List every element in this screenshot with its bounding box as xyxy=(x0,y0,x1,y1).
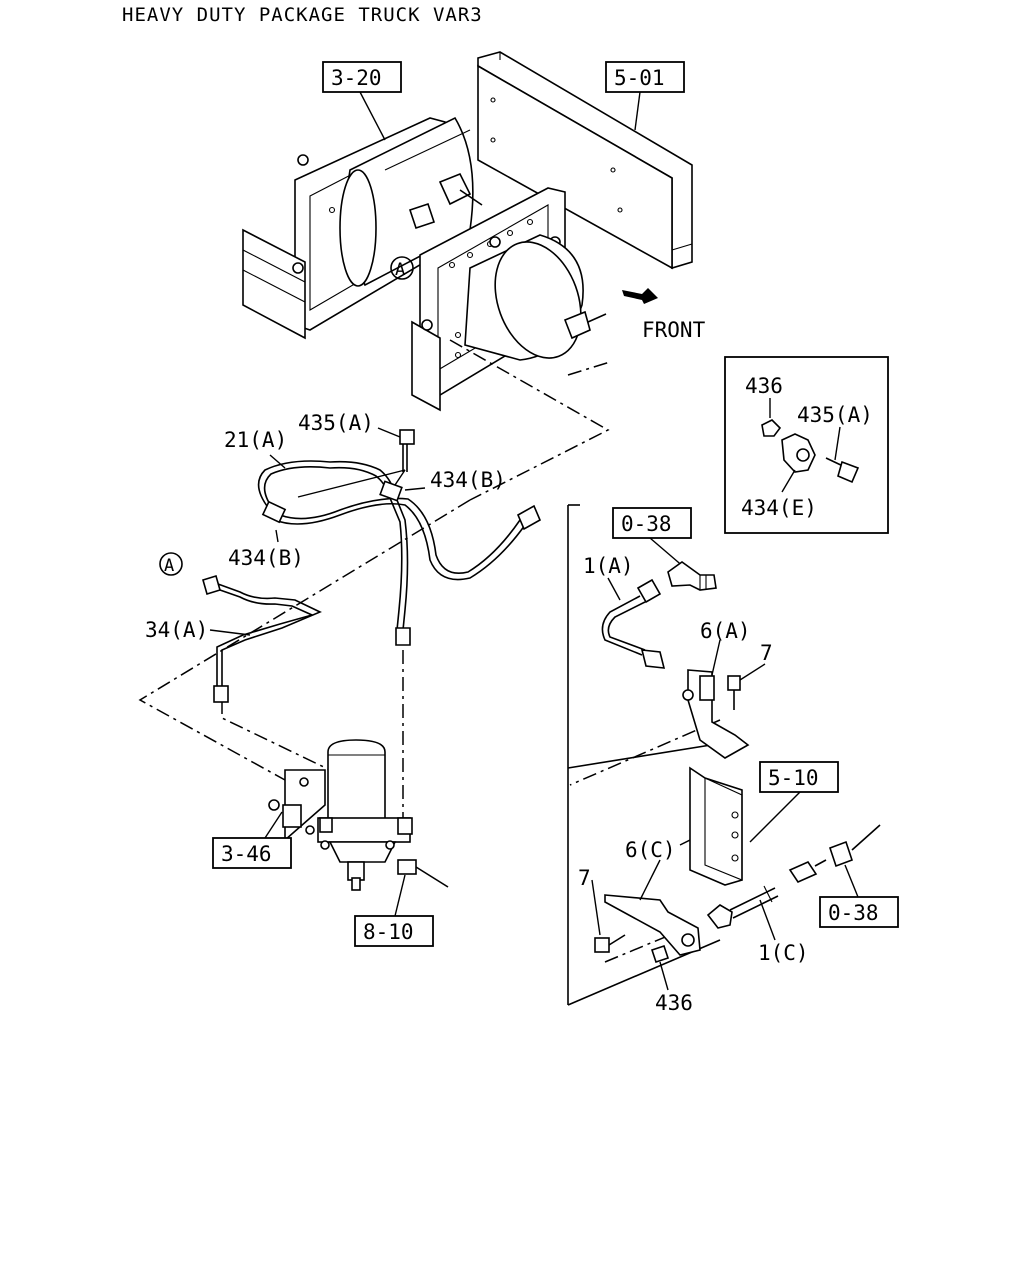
ref-box-5-01 xyxy=(605,61,685,93)
ref-5-10: 5-10 xyxy=(768,766,819,790)
label-434b-lower: 434(B) xyxy=(228,546,304,570)
inset-label-434e: 434(E) xyxy=(741,496,817,520)
label-6c: 6(C) xyxy=(625,838,676,862)
label-7-lower: 7 xyxy=(578,866,591,890)
ref-box-3-46 xyxy=(212,837,292,869)
label-7-upper: 7 xyxy=(760,641,773,665)
ref-box-0-38-bottom xyxy=(819,896,899,928)
ref-box-5-10 xyxy=(759,761,839,793)
label-435a-main: 435(A) xyxy=(298,411,374,435)
ref-3-46: 3-46 xyxy=(221,842,272,866)
label-436-lower: 436 xyxy=(655,991,693,1015)
pipe-1a-assembly: 0-38 xyxy=(601,507,766,759)
ref-box-8-10 xyxy=(354,915,434,947)
inset-clip-detail xyxy=(724,356,889,534)
frame-rail xyxy=(477,51,693,270)
ref-box-3-20 xyxy=(322,61,402,93)
air-dryer xyxy=(268,739,449,891)
front-direction-arrow-icon xyxy=(622,288,658,304)
ref-box-0-38-top xyxy=(612,507,692,539)
phantom-lines xyxy=(138,339,743,1006)
label-1a: 1(A) xyxy=(583,554,634,578)
inset-label-435a: 435(A) xyxy=(797,403,873,427)
pipe-1c-assembly: 5-10 0-38 xyxy=(591,761,899,991)
callout-a-tank-marker: A xyxy=(390,256,414,280)
ref-8-10: 8-10 xyxy=(363,920,414,944)
label-434b-upper: 434(B) xyxy=(430,468,506,492)
callout-a-pipe: A xyxy=(164,556,174,576)
callout-a-tank: A xyxy=(395,260,405,280)
air-pipe-21a xyxy=(257,427,542,646)
diagram-title: HEAVY DUTY PACKAGE TRUCK VAR3 xyxy=(122,4,483,26)
label-1c: 1(C) xyxy=(758,941,809,965)
air-pipe-34a: A xyxy=(159,552,322,703)
ref-0-38-bottom: 0-38 xyxy=(828,901,879,925)
label-21a: 21(A) xyxy=(224,428,287,452)
ref-0-38-top: 0-38 xyxy=(621,512,672,536)
front-air-tank xyxy=(464,234,607,361)
label-6a: 6(A) xyxy=(700,619,751,643)
inset-label-436: 436 xyxy=(745,374,783,398)
front-label: FRONT xyxy=(642,318,706,342)
label-34a: 34(A) xyxy=(145,618,208,642)
air-tank-assembly: FRONT A 3-20 5-01 xyxy=(242,51,706,412)
ref-3-20: 3-20 xyxy=(331,66,382,90)
ref-5-01: 5-01 xyxy=(614,66,665,90)
